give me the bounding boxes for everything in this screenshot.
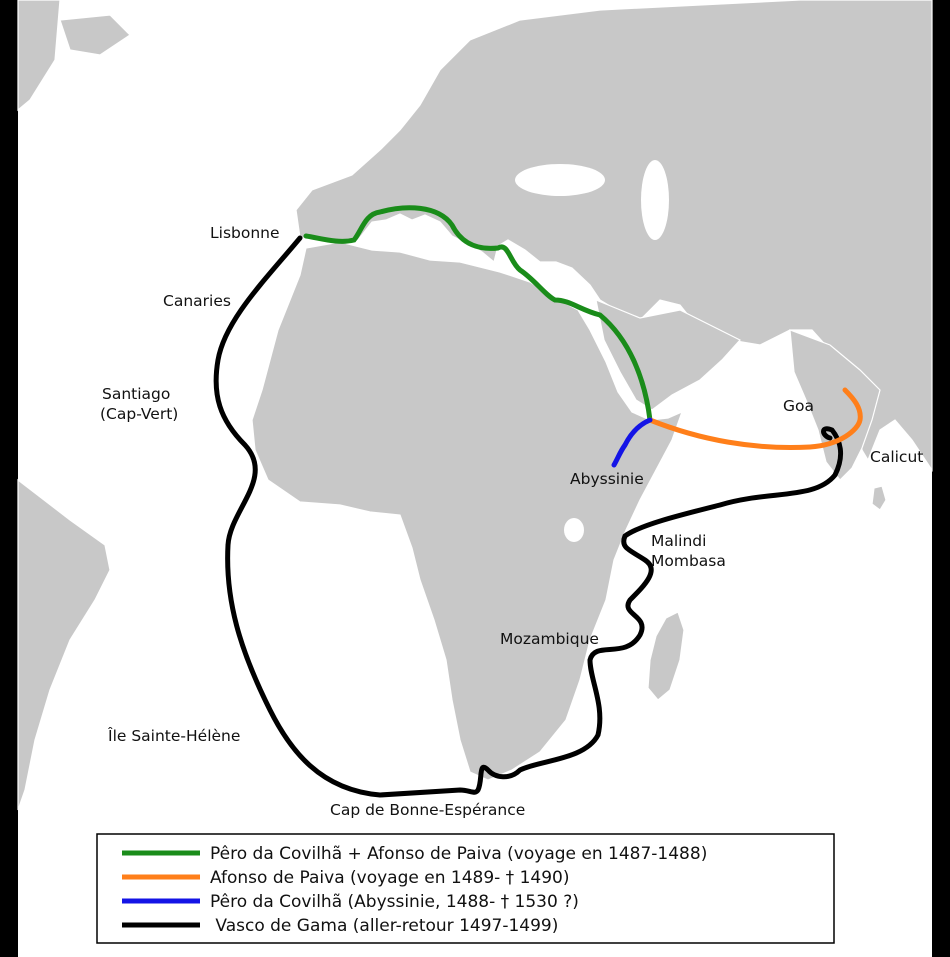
label-santiago: Santiago [102, 385, 170, 403]
caspian-sea [641, 160, 669, 240]
lake-victoria [564, 518, 584, 542]
label-ile-sainte-helene: Île Sainte-Hélène [107, 726, 240, 745]
route-covilha-paiva [303, 205, 653, 423]
legend-item-covilha-abyssinia: Pêro da Covilhã (Abyssinie, 1488- † 1530… [210, 892, 579, 912]
inland-waters [515, 160, 669, 542]
madagascar-landmass [647, 611, 685, 701]
iceland-landmass [59, 14, 131, 56]
arabia-landmass [595, 299, 741, 411]
americas-landmass [17, 478, 111, 811]
label-mombasa: Mombasa [651, 552, 726, 570]
label-abyssinie: Abyssinie [570, 470, 644, 488]
legend-item-gama: Vasco de Gama (aller-retour 1497-1499) [210, 916, 558, 936]
legend: Pêro da Covilhã + Afonso de Paiva (voyag… [96, 833, 835, 944]
india-landmass [789, 329, 881, 481]
label-cap-vert: (Cap-Vert) [100, 405, 178, 423]
label-calicut: Calicut [870, 448, 923, 466]
label-malindi: Malindi [651, 532, 706, 550]
route-vasco-de-gama [213, 235, 844, 798]
black-sea [515, 164, 605, 196]
label-lisbonne: Lisbonne [210, 224, 280, 242]
sri-lanka-landmass [871, 485, 887, 511]
route-covilha-abyssinia [611, 417, 653, 468]
legend-item-paiva: Afonso de Paiva (voyage en 1489- † 1490) [210, 868, 569, 888]
label-cap-bonne-esperance: Cap de Bonne-Espérance [330, 801, 525, 819]
legend-item-covilha-paiva: Pêro da Covilhã + Afonso de Paiva (voyag… [210, 844, 707, 864]
land-masses [17, 0, 933, 811]
label-goa: Goa [783, 397, 814, 415]
greenland-landmass [17, 0, 61, 112]
route-paiva [647, 387, 863, 450]
label-canaries: Canaries [163, 292, 231, 310]
legend-box [96, 833, 835, 944]
label-mozambique: Mozambique [500, 630, 599, 648]
